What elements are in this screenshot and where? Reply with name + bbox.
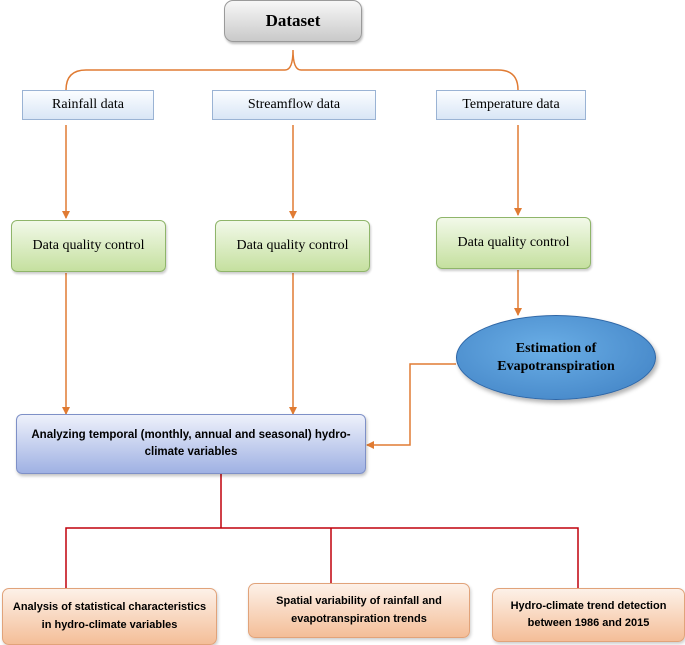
temperature-data-box: Temperature data <box>436 90 586 120</box>
streamflow-quality-control-box: Data quality control <box>215 220 370 272</box>
dataset-box: Dataset <box>224 0 362 42</box>
rainfall-quality-control-box: Data quality control <box>11 220 166 272</box>
evapotranspiration-line1: Estimation of <box>515 341 597 356</box>
dataset-brace <box>65 49 519 91</box>
evapotranspiration-line2: Evapotranspiration <box>497 358 615 374</box>
temperature-quality-control-box: Data quality control <box>436 217 591 269</box>
rainfall-data-box: Rainfall data <box>22 90 154 120</box>
output-spatial-variability-box: Spatial variability of rainfall and evap… <box>248 583 470 638</box>
output-trend-detection-box: Hydro-climate trend detection between 19… <box>492 588 685 642</box>
analysis-box: Analyzing temporal (monthly, annual and … <box>16 414 366 474</box>
output-statistical-analysis-box: Analysis of statistical characteristics … <box>2 588 217 645</box>
output-bracket-bar <box>65 527 579 588</box>
arrow-eto-analysis <box>366 363 456 449</box>
evapotranspiration-ellipse: Estimation of Evapotranspiration <box>456 315 656 400</box>
streamflow-data-box: Streamflow data <box>212 90 376 120</box>
